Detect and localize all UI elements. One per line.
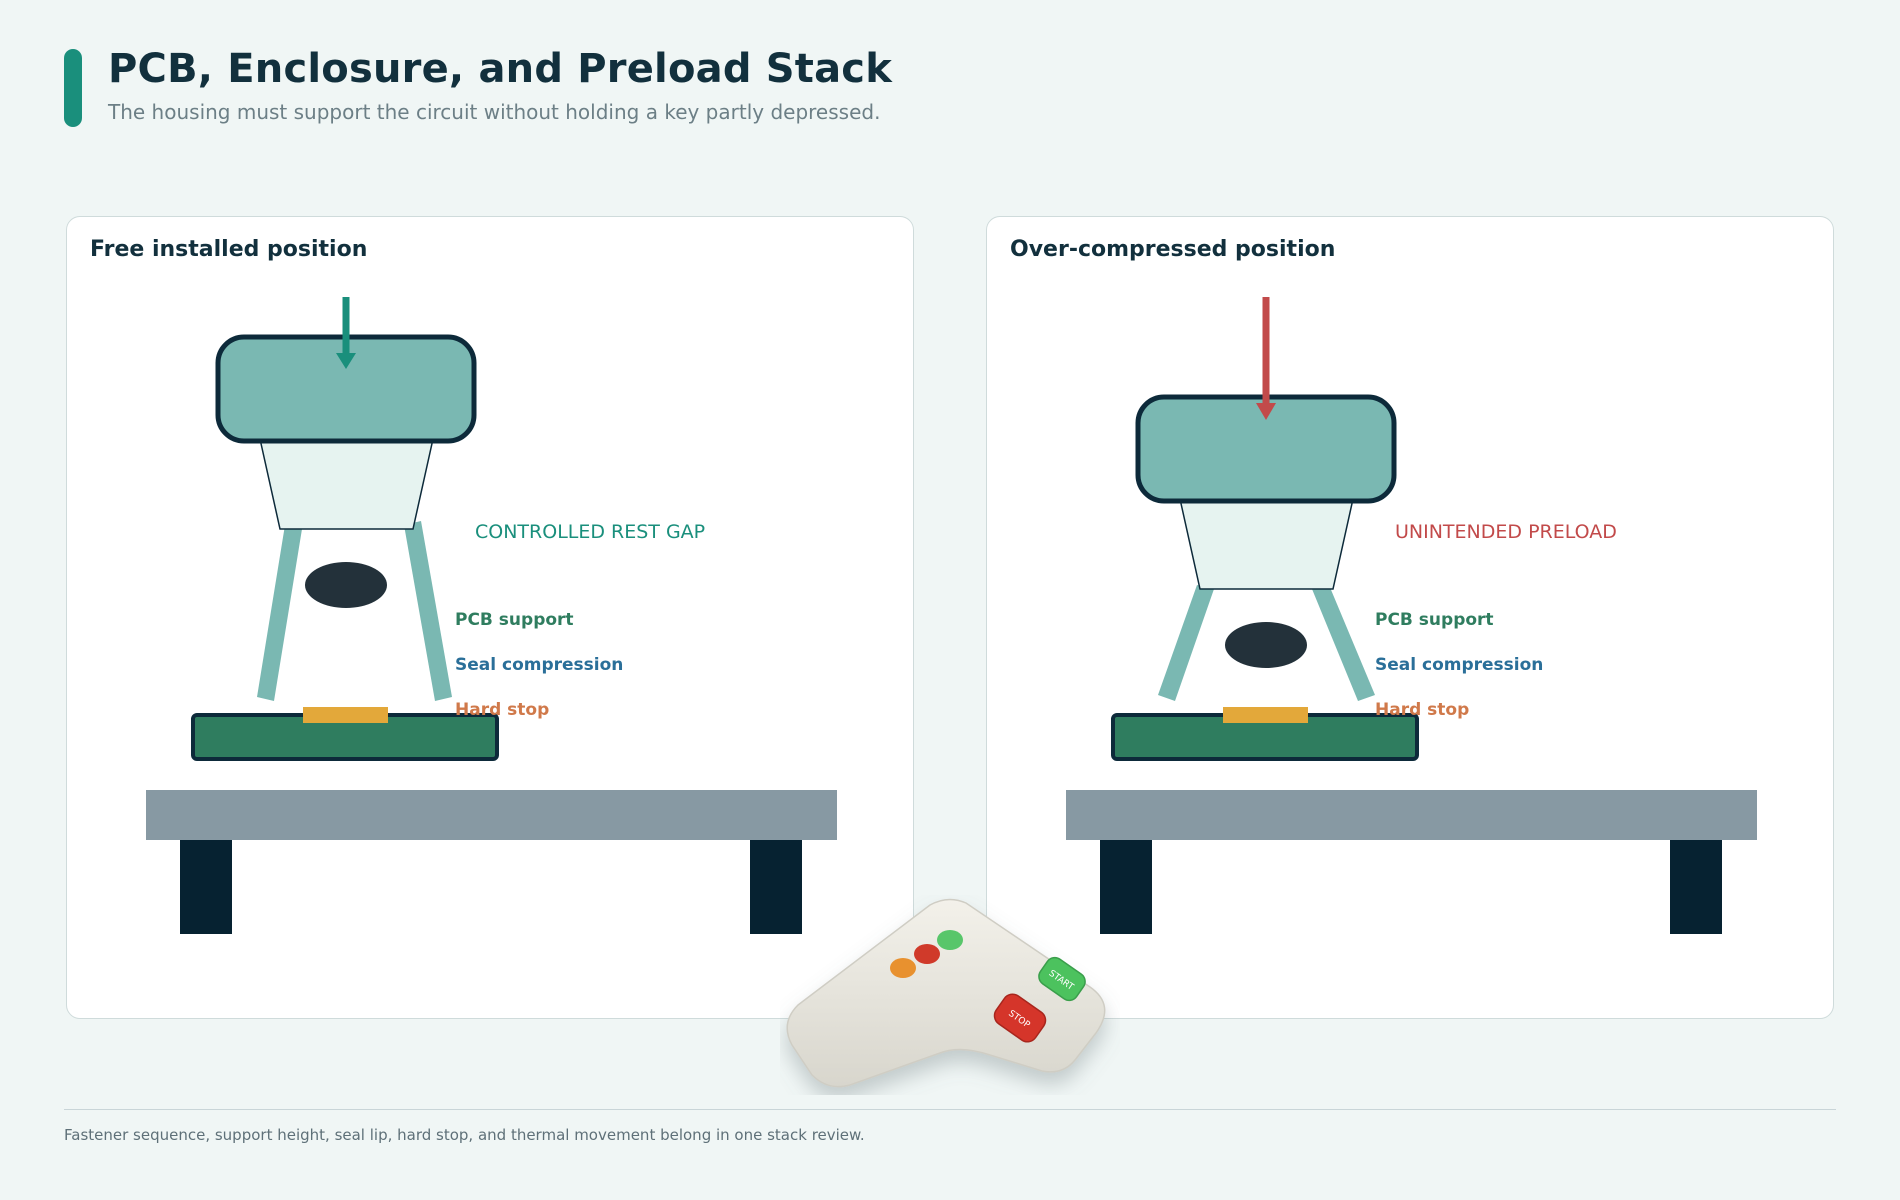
seal-compression-label: Seal compression <box>1375 655 1543 675</box>
footer-note: Fastener sequence, support height, seal … <box>64 1126 865 1144</box>
panel-title: Over-compressed position <box>1010 237 1336 262</box>
table-leg-left <box>1100 840 1152 934</box>
stop-button <box>993 993 1047 1043</box>
hard-stop-label: Hard stop <box>455 700 549 720</box>
hard-stop-label: Hard stop <box>1375 700 1469 720</box>
force-arrow-head <box>336 353 356 369</box>
table-top <box>1066 790 1757 840</box>
page-subtitle: The housing must support the circuit wit… <box>108 100 881 124</box>
table-leg-right <box>750 840 802 934</box>
key-plunger <box>1179 498 1354 590</box>
start-button <box>1038 956 1086 1002</box>
table-leg-left <box>180 840 232 934</box>
key-plunger <box>259 438 434 530</box>
state-label: UNINTENDED PRELOAD <box>1395 521 1617 543</box>
state-label: CONTROLLED REST GAP <box>475 521 705 543</box>
over-compressed-diagram: UNINTENDED PRELOAD PCB support Seal comp… <box>1066 297 1757 934</box>
table-top <box>146 790 837 840</box>
support-leg-right <box>1312 585 1375 701</box>
dome-contact <box>1225 622 1307 668</box>
seal-compression-label: Seal compression <box>455 655 623 675</box>
indicator-red <box>914 944 940 964</box>
pcb-support-label: PCB support <box>1375 610 1494 630</box>
table-leg-right <box>1670 840 1722 934</box>
support-leg-left <box>257 525 302 701</box>
support-leg-left <box>1158 585 1214 701</box>
pcb-contact-pad <box>303 707 388 723</box>
remote-control-illustration: START STOP <box>786 898 1106 1088</box>
pcb-contact-pad <box>1223 707 1308 723</box>
panel-title: Free installed position <box>90 237 368 262</box>
support-leg-right <box>404 521 452 701</box>
over-compressed-panel: Over-compressed position UNINTENDED PREL… <box>986 216 1834 1019</box>
free-position-diagram: CONTROLLED REST GAP PCB support Seal com… <box>146 297 837 934</box>
pcb-support-label: PCB support <box>455 610 574 630</box>
footer-divider <box>64 1109 1836 1110</box>
indicator-green <box>937 930 963 950</box>
title-accent-bar <box>64 49 82 127</box>
indicator-orange <box>890 958 916 978</box>
page-title: PCB, Enclosure, and Preload Stack <box>108 46 893 92</box>
force-arrow-head <box>1256 403 1276 420</box>
free-position-panel: Free installed position CONTROLLED REST … <box>66 216 914 1019</box>
dome-contact <box>305 562 387 608</box>
